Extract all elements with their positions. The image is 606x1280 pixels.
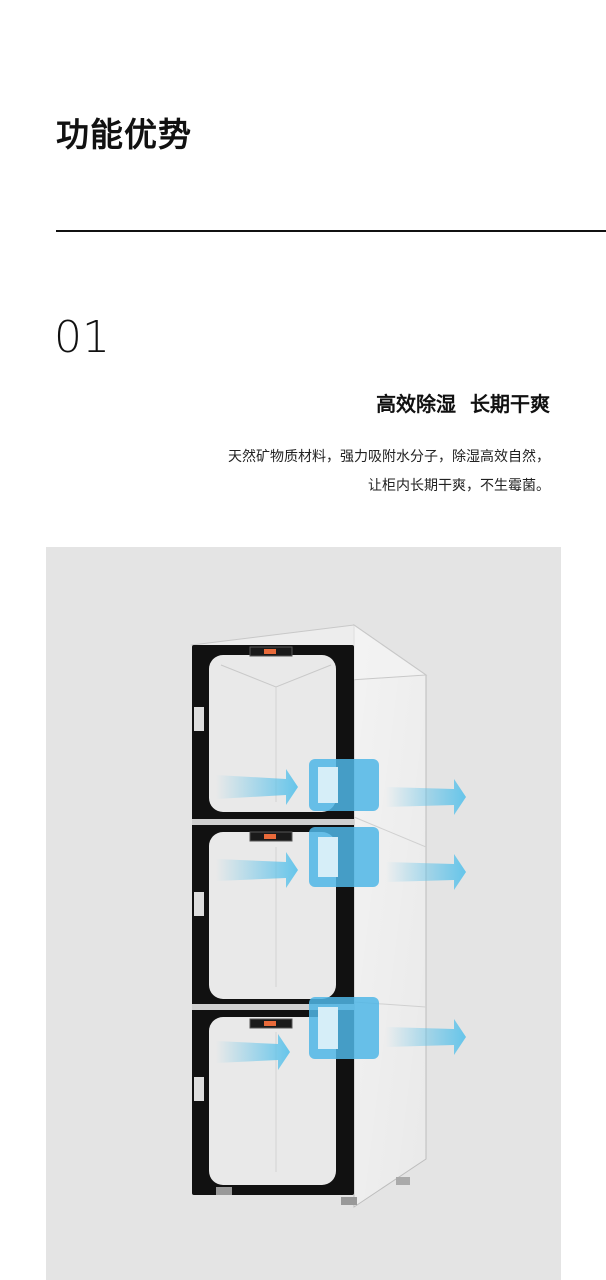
description-line: 天然矿物质材料，强力吸附水分子，除湿高效自然， xyxy=(228,449,550,465)
title-divider xyxy=(56,230,606,232)
section-number: 01 xyxy=(54,312,110,363)
cabinet-front xyxy=(192,645,354,1195)
cabinet-feet xyxy=(216,1177,410,1205)
product-illustration-panel xyxy=(46,547,561,1280)
dry-cabinet-illustration xyxy=(190,624,466,1208)
keypad-lock xyxy=(194,707,204,1101)
control-display xyxy=(249,646,293,1029)
airflow-arrow xyxy=(216,769,466,1070)
page-title: 功能优势 xyxy=(56,115,192,154)
section-description: 天然矿物质材料，强力吸附水分子，除湿高效自然， 让柜内长期干爽，不生霉菌。 xyxy=(228,443,550,501)
description-line: 让柜内长期干爽，不生霉菌。 xyxy=(368,478,550,494)
section-subtitle: 高效除湿 长期干爽 xyxy=(376,392,550,416)
dehumidifier-module xyxy=(309,759,379,1059)
